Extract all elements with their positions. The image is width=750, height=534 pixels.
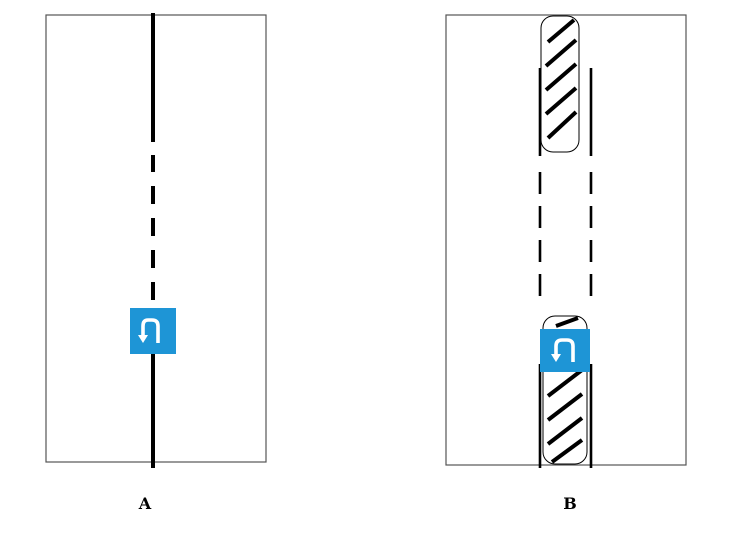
panel-b (445, 14, 687, 468)
island-hatch (546, 110, 578, 140)
u-turn-sign-b (540, 329, 590, 372)
panel-b-caption: B (563, 494, 577, 513)
island-hatch (546, 368, 584, 398)
island-hatch (544, 62, 578, 92)
island-hatch (546, 392, 584, 422)
panel-a (45, 13, 267, 468)
u-turn-arrowhead (551, 354, 561, 362)
hatched-island-top (540, 15, 580, 153)
u-turn-sign-background (540, 329, 590, 372)
island-hatch (546, 416, 584, 446)
panel-a-frame (45, 14, 267, 463)
u-turn-icon (141, 318, 160, 343)
u-turn-arrowhead (138, 335, 148, 343)
island-hatch (555, 316, 579, 328)
island-outline (540, 15, 580, 153)
island-hatch (544, 86, 578, 116)
island-hatch (546, 18, 576, 44)
u-turn-sign-background (130, 308, 176, 354)
u-turn-sign-a (130, 308, 176, 354)
island-hatch (544, 38, 578, 68)
panel-a-caption: A (138, 494, 152, 513)
island-hatch (550, 438, 584, 464)
u-turn-icon (554, 338, 575, 362)
